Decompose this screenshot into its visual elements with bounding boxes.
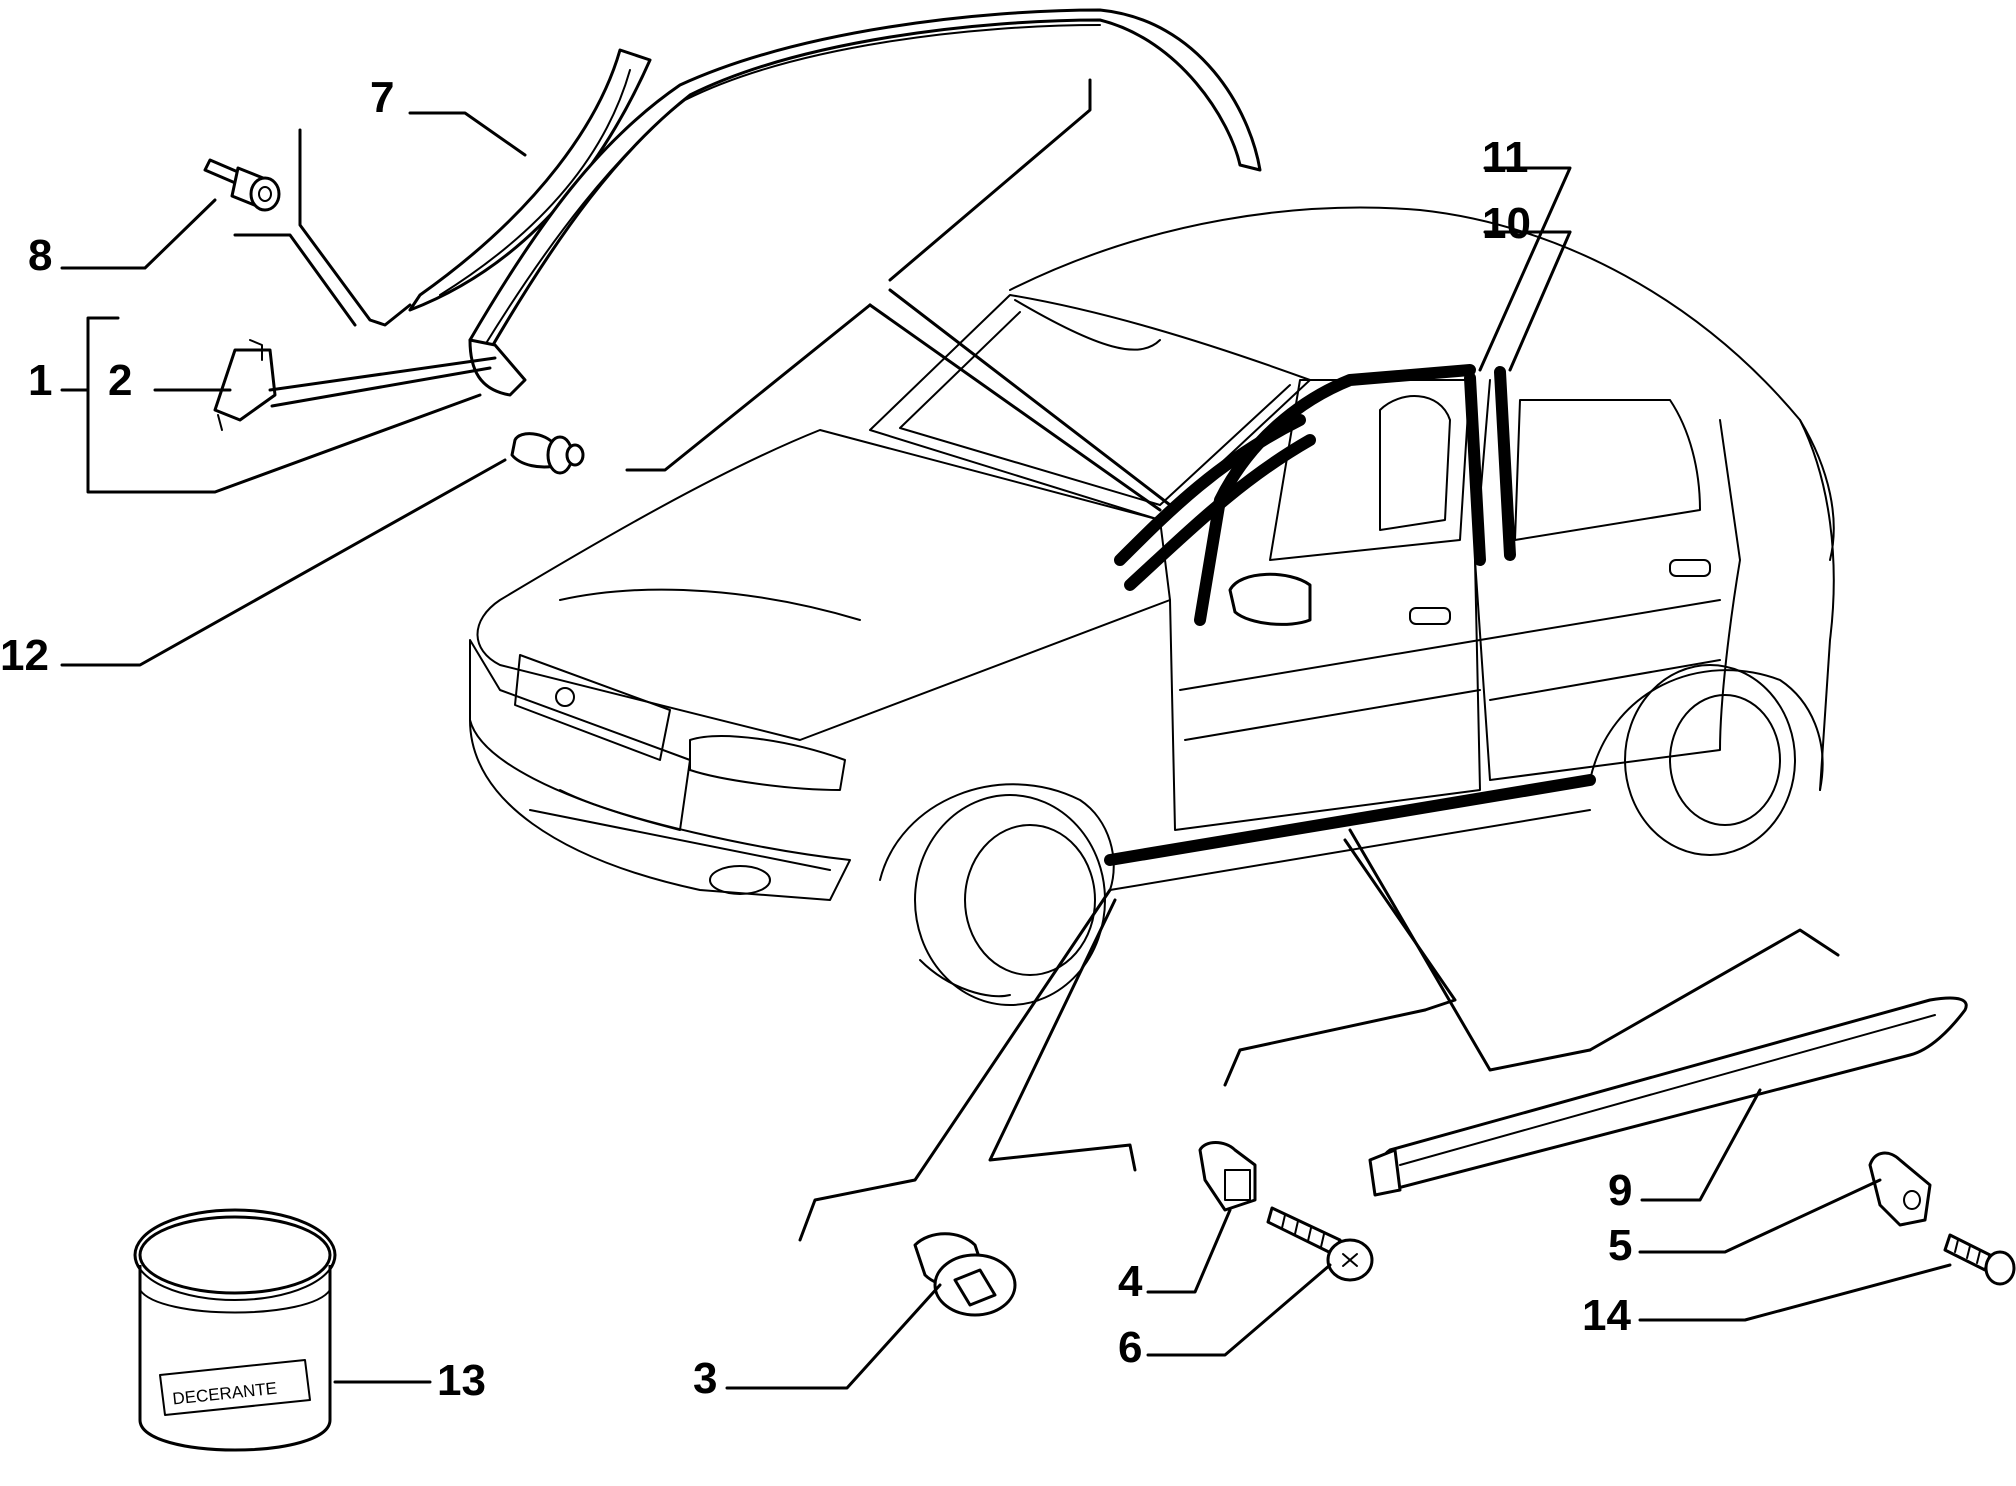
part-7-pillar-trim [408, 48, 652, 312]
leader-lines [60, 78, 1952, 1390]
part-3-grommet [913, 1232, 1017, 1317]
callout-12: 12 [0, 631, 49, 680]
part-4-nut-clip [1198, 1141, 1257, 1212]
callout-8: 8 [28, 231, 52, 280]
callout-5: 5 [1608, 1221, 1632, 1270]
callout-11: 11 [1482, 133, 1529, 182]
part-2-clip [213, 339, 277, 431]
callout-9: 9 [1608, 1166, 1632, 1215]
roof-weatherstrip [468, 8, 1262, 397]
callout-13: 13 [437, 1356, 486, 1405]
callout-4: 4 [1118, 1257, 1143, 1306]
callout-2: 2 [108, 356, 132, 405]
callout-6: 6 [1118, 1323, 1142, 1372]
part-13-tin: DECERANTE [133, 1208, 337, 1452]
callout-3: 3 [693, 1354, 717, 1403]
callout-numbers: 7 8 1 2 12 11 10 9 5 14 4 6 3 13 [0, 73, 1632, 1405]
callout-14: 14 [1582, 1291, 1631, 1340]
part-12-push-clip [510, 432, 585, 475]
part-6-screw [1266, 1206, 1374, 1282]
callout-7: 7 [370, 73, 394, 122]
car-highlighted-seals [1104, 364, 1596, 866]
car-illustration [469, 206, 1835, 1006]
part-9-sill-trim [1368, 996, 1968, 1197]
callout-1: 1 [28, 356, 52, 405]
callout-10: 10 [1482, 199, 1531, 248]
part-5-retainer [1868, 1151, 1932, 1227]
part-14-bolt [1943, 1233, 2016, 1286]
part-8-bolt [203, 158, 281, 212]
